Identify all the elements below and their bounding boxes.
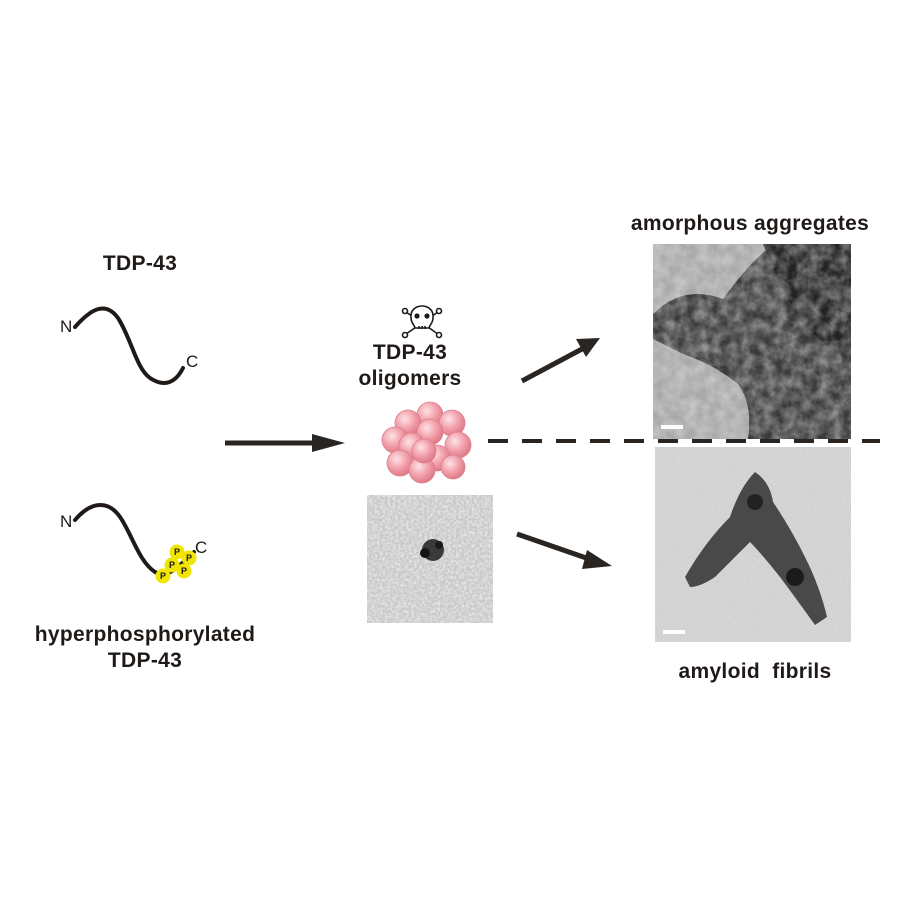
arrow-to-fibrils: [516, 531, 612, 569]
amyloid-fibrils-em-image: [655, 447, 851, 642]
n-terminus-label: N: [60, 317, 73, 336]
phosphate-label: P: [160, 571, 166, 581]
amorphous-aggregates-em-image: [653, 244, 851, 439]
oligomer-em-image: [367, 495, 493, 623]
phosphate-label: P: [186, 553, 192, 563]
hyperphosphorylated-line1: hyperphosphorylated: [34, 623, 256, 646]
phosphate-groups: [155, 544, 197, 584]
c-terminus-label: C: [186, 352, 199, 371]
amorphous-aggregates-title: amorphous aggregates: [630, 212, 870, 235]
arrow-to-oligomers: [225, 434, 345, 452]
phosphate-circle: [155, 568, 171, 584]
skull-crossbones-icon: [401, 305, 443, 339]
c-terminus-label-phospho: C: [195, 538, 208, 557]
phosphate-circle: [181, 550, 197, 566]
phosphate-circle: [164, 557, 180, 573]
phosphate-circle: [169, 544, 185, 560]
hyperphosphorylated-title: hyperphosphorylated TDP-43: [0, 622, 290, 674]
phosphate-circle: [176, 563, 192, 579]
n-terminus-label-phospho: N: [60, 512, 73, 531]
oligomer-cluster: [381, 401, 472, 484]
oligomers-line1: TDP-43: [372, 341, 448, 364]
phosphate-label: P: [181, 566, 187, 576]
amyloid-fibrils-title: amyloid fibrils: [678, 660, 832, 683]
oligomers-line2: oligomers: [358, 367, 462, 390]
hyperphosphorylated-line2: TDP-43: [107, 649, 183, 672]
arrow-to-amorphous: [520, 338, 600, 384]
phosphate-label: P: [174, 547, 180, 557]
tdp43-title: TDP-43: [102, 252, 178, 275]
phosphate-label: P: [169, 560, 175, 570]
tdp43-strand: [73, 306, 185, 385]
oligomers-title: TDP-43 oligomers: [340, 340, 480, 392]
